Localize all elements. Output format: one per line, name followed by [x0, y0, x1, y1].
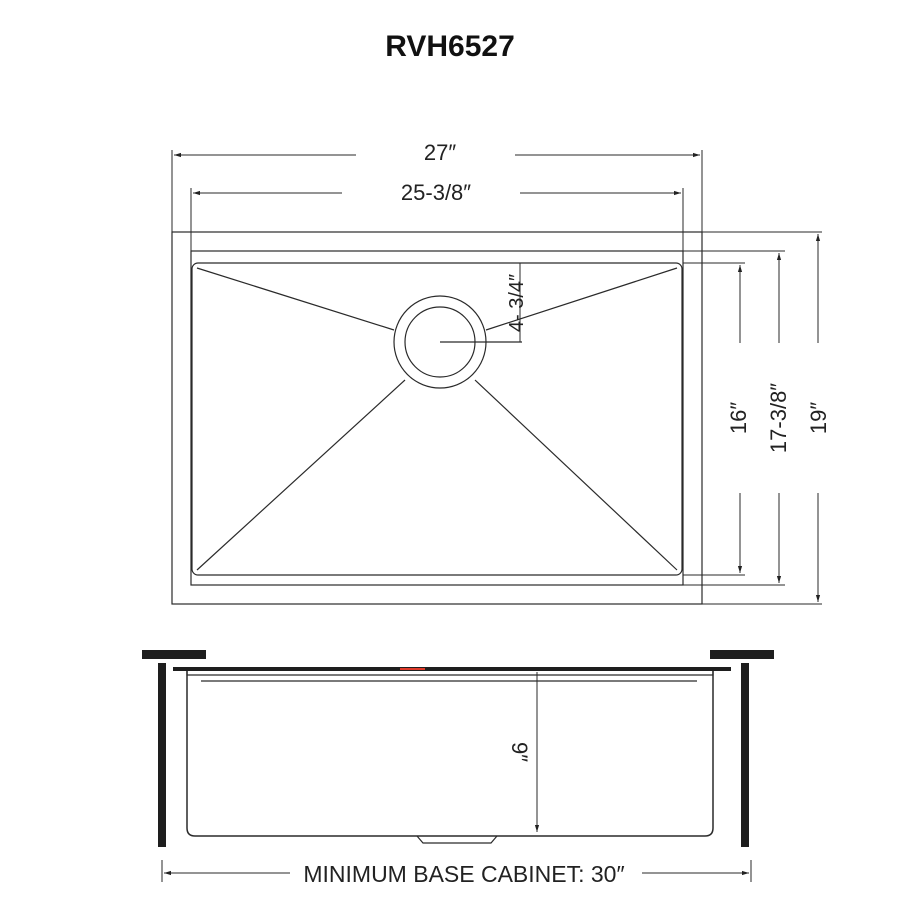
slope-line	[196, 379, 406, 571]
dim-overall-width	[171, 150, 703, 604]
label-overall-width: 27″	[424, 140, 456, 165]
slope-line	[196, 267, 395, 331]
label-bowl-width: 25-3/8″	[401, 180, 471, 205]
slope-line	[485, 267, 678, 331]
outer-outline	[171, 231, 703, 605]
countertop-left	[142, 650, 206, 659]
model-title: RVH6527	[385, 30, 515, 63]
dim-bowl-width	[190, 188, 684, 251]
cabinet-wall-right	[741, 663, 749, 847]
drain-outlet	[416, 835, 498, 844]
sink-flange	[173, 667, 731, 671]
dim-min-cabinet	[161, 860, 752, 882]
label-min-cabinet: MINIMUM BASE CABINET: 30″	[303, 861, 624, 887]
dim-right-extensions	[683, 231, 822, 605]
label-bowl-height: 9″	[507, 742, 532, 762]
flange-outline	[190, 250, 684, 586]
cabinet-wall-left	[158, 663, 166, 847]
label-flange-depth: 17-3/8″	[766, 383, 791, 453]
label-drain-offset: 4- 3/4″	[506, 274, 528, 332]
label-overall-depth: 19″	[806, 402, 831, 434]
basin-outline	[191, 262, 683, 576]
label-bowl-depth: 16″	[726, 402, 751, 434]
bowl-profile	[186, 671, 714, 837]
side-view	[142, 650, 774, 847]
slope-line	[474, 379, 678, 571]
countertop-right	[710, 650, 774, 659]
top-view	[171, 231, 703, 605]
